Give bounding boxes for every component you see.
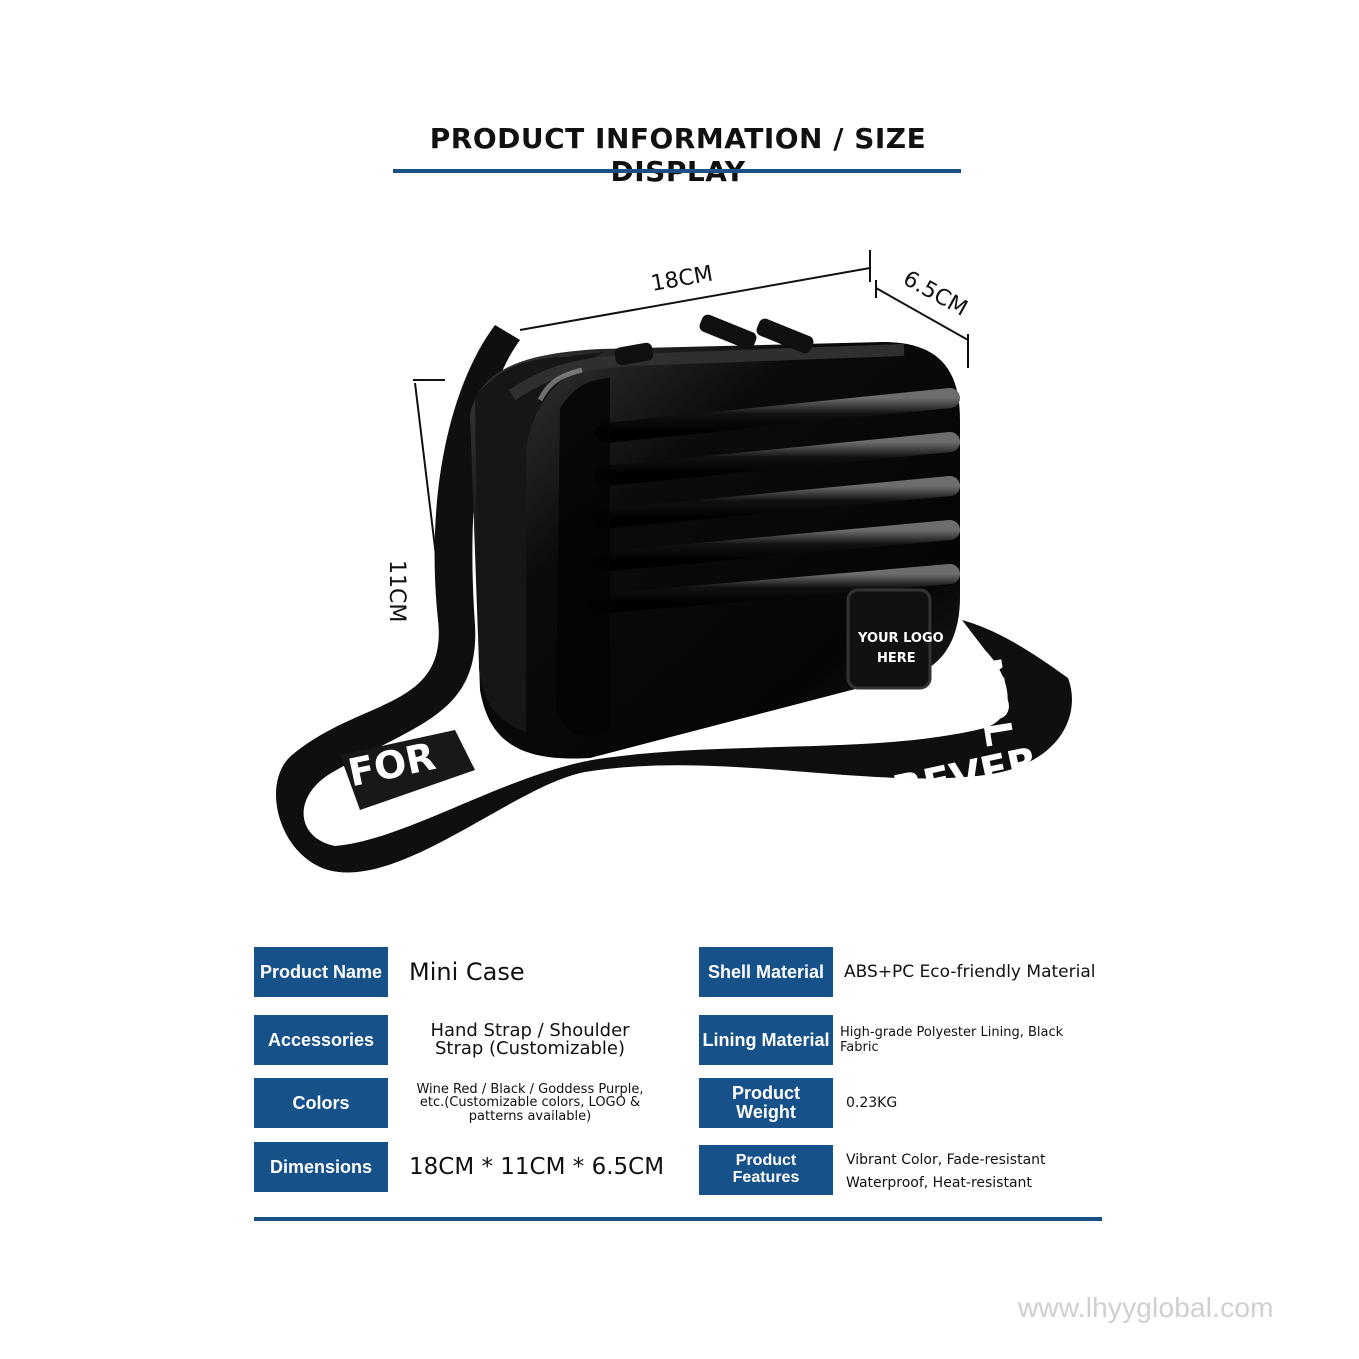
spec-value-product-name: Mini Case xyxy=(409,958,525,986)
width-dimension-label: 18CM xyxy=(649,262,715,297)
logo-placeholder-line1: YOUR LOGO xyxy=(857,631,944,646)
bottom-divider xyxy=(254,1217,1102,1221)
spec-value-dimensions: 18CM * 11CM * 6.5CM xyxy=(409,1154,665,1180)
dimension-lines xyxy=(413,250,969,631)
spec-value-product-weight: 0.23KG xyxy=(846,1095,898,1111)
spec-label-shell-material: Shell Material xyxy=(699,947,833,997)
spec-label-product-name: Product Name xyxy=(254,947,388,997)
zipper-pulls xyxy=(614,314,814,366)
spec-label-product-weight: Product Weight xyxy=(699,1078,833,1128)
logo-placeholder-line2: HERE xyxy=(877,651,916,666)
website-watermark: www.lhyyglobal.com xyxy=(1018,1292,1274,1323)
height-dimension-label: 11CM xyxy=(384,560,409,622)
title-underline xyxy=(393,169,961,173)
mini-case: YOUR LOGO HERE xyxy=(470,314,960,759)
spec-label-lining-material: Lining Material xyxy=(699,1015,833,1065)
spec-value-accessories: Hand Strap / Shoulder Strap (Customizabl… xyxy=(430,1020,630,1059)
spec-label-product-features: Product Features xyxy=(699,1145,833,1195)
depth-dimension-label: 6.5CM xyxy=(899,266,972,321)
spec-value-product-features-line2: Waterproof, Heat-resistant xyxy=(846,1175,1032,1191)
product-image: 18CM 6.5CM 11CM FOR UNG FOREVER NOL YOUR… xyxy=(275,250,1072,873)
spec-value-shell-material: ABS+PC Eco-friendly Material xyxy=(844,962,1096,982)
spec-label-colors: Colors xyxy=(254,1078,388,1128)
case-ribs xyxy=(587,388,960,614)
page-title: PRODUCT INFORMATION / SIZE DISPLAY xyxy=(429,122,927,188)
spec-value-lining-material: High-grade Polyester Lining, Black Fabri… xyxy=(840,1025,1064,1055)
spec-value-product-features-line1: Vibrant Color, Fade-resistant xyxy=(846,1152,1046,1168)
spec-value-colors: Wine Red / Black / Goddess Purple, etc.(… xyxy=(416,1081,644,1124)
spec-label-accessories: Accessories xyxy=(254,1015,388,1065)
spec-label-dimensions: Dimensions xyxy=(254,1142,388,1192)
